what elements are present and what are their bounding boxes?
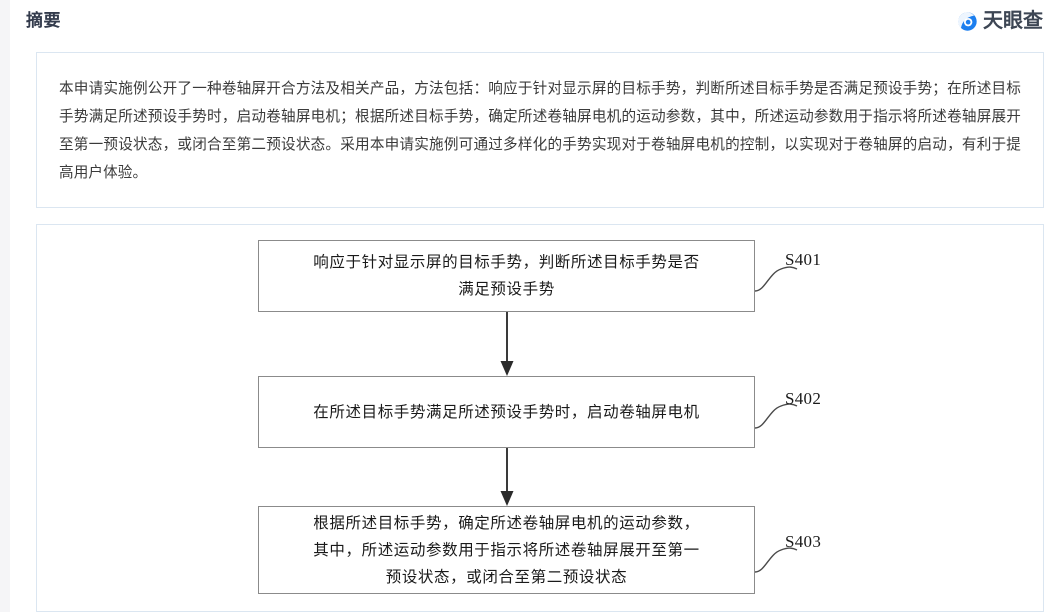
flow-step-line: 其中，所述运动参数用于指示将所述卷轴屏展开至第一 <box>313 541 700 559</box>
abstract-text: 本申请实施例公开了一种卷轴屏开合方法及相关产品，方法包括：响应于针对显示屏的目标… <box>59 81 1021 181</box>
page-container: 摘要 天眼查 本申请实施例公开了一种卷轴屏开合方法及相关产品，方法包括：响应于针… <box>10 0 1051 612</box>
step-label-s401: S401 <box>785 250 822 269</box>
brand-logo[interactable]: 天眼查 <box>957 8 1043 34</box>
flow-step-line: 预设状态，或闭合至第二预设状态 <box>385 568 628 586</box>
figure-panel: 响应于针对显示屏的目标手势，判断所述目标手势是否 满足预设手势 S401 在所述… <box>36 224 1044 612</box>
step-label-s402: S402 <box>785 389 822 408</box>
flow-step-line: 根据所述目标手势，确定所述卷轴屏电机的运动参数， <box>313 514 700 532</box>
flow-step-box-s402: 在所述目标手势满足所述预设手势时，启动卷轴屏电机 <box>258 376 755 448</box>
page-header: 摘要 天眼查 <box>10 0 1051 44</box>
flow-step-line: 响应于针对显示屏的目标手势，判断所述目标手势是否 <box>313 254 700 271</box>
flow-step-line: 满足预设手势 <box>458 281 555 298</box>
abstract-panel: 本申请实施例公开了一种卷轴屏开合方法及相关产品，方法包括：响应于针对显示屏的目标… <box>36 52 1044 208</box>
page-title: 摘要 <box>26 11 61 30</box>
flow-step-box-s403: 根据所述目标手势，确定所述卷轴屏电机的运动参数， 其中，所述运动参数用于指示将所… <box>258 506 755 594</box>
patent-flowchart: 响应于针对显示屏的目标手势，判断所述目标手势是否 满足预设手势 S401 在所述… <box>37 225 1043 611</box>
flow-step-line: 在所述目标手势满足所述预设手势时，启动卷轴屏电机 <box>313 403 700 421</box>
flow-step-box-s401: 响应于针对显示屏的目标手势，判断所述目标手势是否 满足预设手势 <box>258 240 755 312</box>
eye-logo-icon <box>958 11 977 31</box>
step-label-s403: S403 <box>785 532 822 551</box>
brand-name: 天眼查 <box>983 9 1043 32</box>
left-gutter-strip <box>0 0 10 612</box>
